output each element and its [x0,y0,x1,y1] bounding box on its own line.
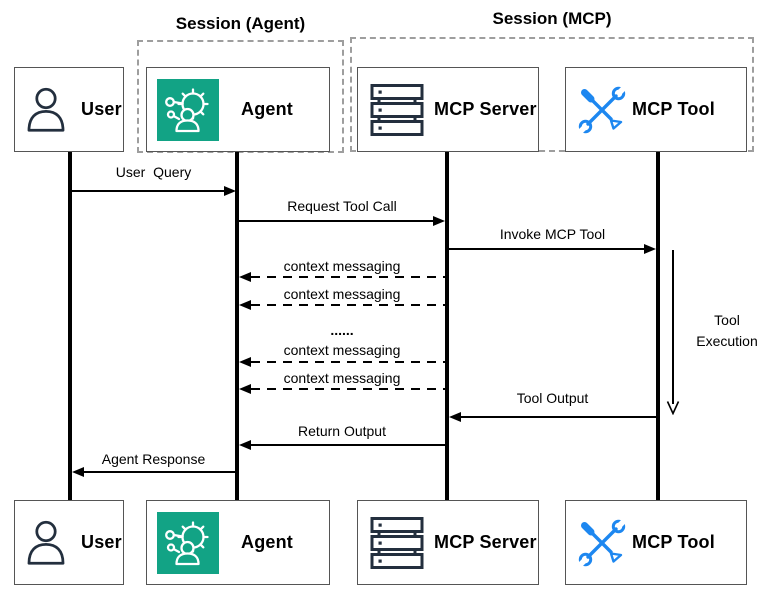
agent-lifeline [235,152,239,500]
message-ellipsis-label: ...... [330,322,354,338]
message-invoke-mcp-tool-label: Invoke MCP Tool [499,226,606,242]
user-label: User [81,532,122,552]
message-context-messaging-line [251,276,447,278]
agent-box-bottom: Agent [146,500,330,585]
mcp-server-label: MCP Server [434,99,537,119]
mcp-server-box-bottom: MCP Server [357,500,539,585]
tool-execution-line2: Execution [696,333,758,349]
mcp-tool-label: MCP Tool [632,99,715,119]
user-icon [23,517,69,569]
session-agent-label: Session (Agent) [175,14,306,33]
arrowhead-left-icon [449,412,461,422]
arrowhead-down-icon [666,401,680,415]
arrowhead-right-icon [644,244,656,254]
message-context-messaging-line [251,304,447,306]
user-icon [23,84,69,136]
message-invoke-mcp-tool-line [449,248,644,250]
tool-execution-label: Tool Execution [685,310,762,352]
message-user-query-label: User Query [115,164,192,180]
message-context-messaging-label: context messaging [283,370,401,386]
mcp-tool-label: MCP Tool [632,532,715,552]
message-user-query-line [72,190,224,192]
message-agent-response-label: Agent Response [101,451,206,467]
message-context-messaging-label: context messaging [283,342,401,358]
message-request-tool-call-label: Request Tool Call [287,198,397,214]
message-tool-output-line [461,416,658,418]
message-request-tool-call-line [239,220,433,222]
session-agent-frame [137,40,344,153]
message-return-output-line [251,444,445,446]
arrowhead-right-icon [433,216,445,226]
arrowhead-left-icon [72,467,84,477]
message-context-messaging-line [251,361,447,363]
user-box-bottom: User [14,500,124,585]
agent-label: Agent [241,532,293,552]
message-return-output-label: Return Output [298,423,386,439]
tool-execution-line1: Tool [714,312,740,328]
session-mcp-frame [350,37,754,152]
message-agent-response-line [84,471,235,473]
arrowhead-left-icon [239,440,251,450]
mcp-server-box-top: MCP Server [357,67,539,152]
message-context-messaging-label: context messaging [283,258,401,274]
arrowhead-left-icon [239,272,251,282]
user-box-top: User [14,67,124,152]
mcp-server-label: MCP Server [434,532,537,552]
agent-box-top: Agent [146,67,330,152]
message-tool-output-label: Tool Output [516,390,589,406]
agent-label: Agent [241,99,293,119]
user-lifeline [68,152,72,500]
server-rack-icon [368,83,426,137]
message-context-messaging-label: context messaging [283,286,401,302]
mcp-tool-box-top: MCP Tool [565,67,747,152]
tool-execution-arrow-line [672,250,674,404]
wrench-screwdriver-icon [578,518,626,567]
arrowhead-left-icon [239,300,251,310]
mcp-tool-lifeline [656,150,660,500]
user-label: User [81,99,122,119]
mcp-server-lifeline [445,152,449,500]
arrowhead-right-icon [224,186,236,196]
arrowhead-left-icon [239,384,251,394]
wrench-screwdriver-icon [578,85,626,134]
server-rack-icon [368,516,426,570]
agent-icon [157,78,219,141]
message-context-messaging-line [251,388,447,390]
arrowhead-left-icon [239,357,251,367]
mcp-tool-box-bottom: MCP Tool [565,500,747,585]
agent-icon [157,511,219,574]
session-mcp-label: Session (MCP) [492,9,612,28]
